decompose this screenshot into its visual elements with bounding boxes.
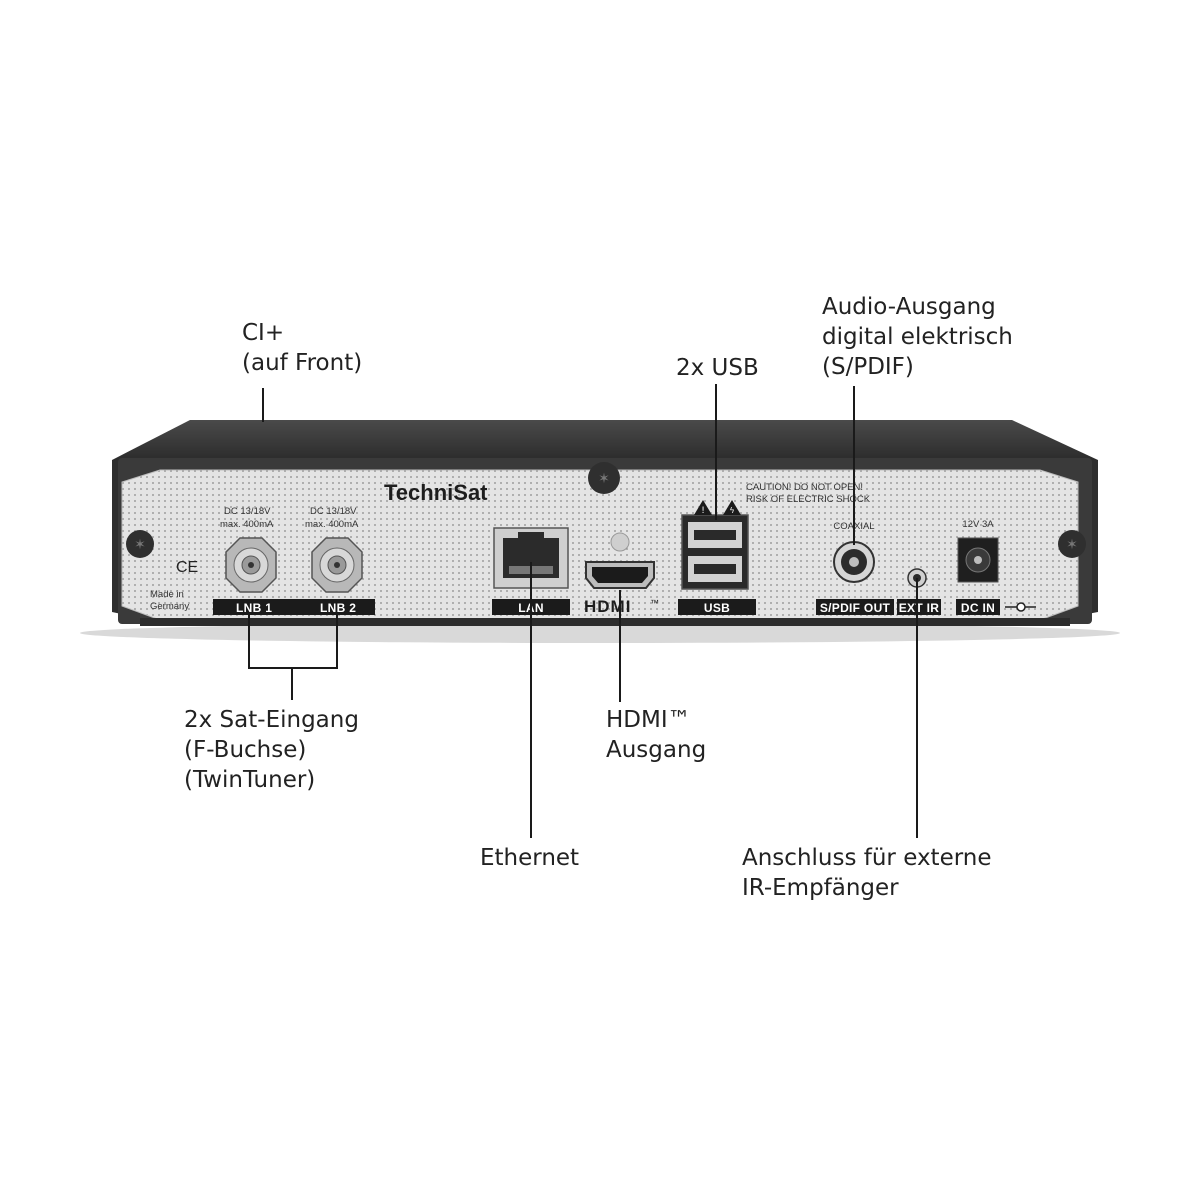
callout-ci: CI+ (auf Front) <box>242 318 362 378</box>
device-top-lid <box>112 420 1098 460</box>
ext-ir-label-bar <box>897 599 941 615</box>
spdif-label: S/PDIF OUT <box>820 601 891 615</box>
lnb1-spec-line2: max. 400mA <box>220 519 274 530</box>
callout-ir-line2: IR-Empfänger <box>742 875 899 901</box>
callout-sat: 2x Sat-Eingang (F-Buchse) (TwinTuner) <box>184 705 359 795</box>
lnb2-label: LNB 2 <box>320 601 356 615</box>
usb-label-bar <box>678 599 756 615</box>
callout-hdmi-line2: Ausgang <box>606 737 707 763</box>
callout-usb-line1: 2x USB <box>676 355 759 381</box>
grounding-screw-icon <box>610 532 630 552</box>
screw-icon: ✶ <box>1058 530 1086 558</box>
screw-icon: ✶ <box>126 530 154 558</box>
callout-audio-line3: (S/PDIF) <box>822 354 914 380</box>
callout-ci-line2: (auf Front) <box>242 350 363 376</box>
ext-ir-label: EXT IR <box>899 601 940 615</box>
device-bottom-trim <box>140 618 1070 626</box>
svg-text:✶: ✶ <box>134 537 146 553</box>
spdif-port[interactable] <box>833 541 875 583</box>
screw-icon: ✶ <box>588 462 620 494</box>
callout-audio: Audio-Ausgang digital elektrisch (S/PDIF… <box>822 292 1013 382</box>
lnb2-connector[interactable] <box>311 537 363 593</box>
electric-shock-icon: ϟ <box>723 500 741 515</box>
callout-ci-line1: CI+ <box>242 320 285 346</box>
spdif-label-bar <box>816 599 894 615</box>
svg-text:ϟ: ϟ <box>729 506 734 515</box>
lnb-label-bar <box>213 599 375 615</box>
dc-spec-label: 12V 3A <box>962 519 994 530</box>
warning-line2: RISK OF ELECTRIC SHOCK <box>746 494 871 505</box>
lnb2-spec-line2: max. 400mA <box>305 519 359 530</box>
warning-line1: CAUTION! DO NOT OPEN! <box>746 482 863 493</box>
callout-ethernet-line1: Ethernet <box>480 845 580 871</box>
callout-sat-line2: (F-Buchse) <box>184 737 307 763</box>
dc-in-label: DC IN <box>961 601 995 615</box>
lnb1-label: LNB 1 <box>236 601 272 615</box>
device-shadow <box>80 623 1120 643</box>
made-in-line2: Germany <box>150 601 189 612</box>
callout-sat-line3: (TwinTuner) <box>184 767 316 793</box>
dc-in-port[interactable] <box>957 537 999 583</box>
made-in-line1: Made in <box>150 589 184 600</box>
usb-label: USB <box>704 601 730 615</box>
warning-icon: ! <box>694 500 712 516</box>
dc-in-label-bar <box>956 599 1000 615</box>
callout-hdmi: HDMI™ Ausgang <box>606 705 706 765</box>
lnb1-spec-line1: DC 13/18V <box>224 506 271 517</box>
callout-ethernet: Ethernet <box>480 843 579 873</box>
callout-sat-line1: 2x Sat-Eingang <box>184 707 359 733</box>
brand-logo: TechniSat <box>384 480 488 505</box>
usb-ports[interactable] <box>681 514 749 590</box>
callout-audio-line2: digital elektrisch <box>822 324 1013 350</box>
lnb2-spec-line1: DC 13/18V <box>310 506 357 517</box>
hdmi-port[interactable] <box>585 561 655 589</box>
callout-ir: Anschluss für externe IR-Empfänger <box>742 843 992 903</box>
callout-hdmi-line1: HDMI™ <box>606 707 691 733</box>
callout-usb: 2x USB <box>676 353 759 383</box>
ce-mark: CE <box>176 559 198 576</box>
dc-polarity-icon <box>1005 602 1036 612</box>
callout-ir-line1: Anschluss für externe <box>742 845 992 871</box>
callout-audio-line1: Audio-Ausgang <box>822 294 996 320</box>
hdmi-tm: ™ <box>650 598 659 608</box>
lnb1-connector[interactable] <box>225 537 277 593</box>
svg-text:✶: ✶ <box>598 471 610 487</box>
svg-text:!: ! <box>701 506 705 516</box>
svg-text:✶: ✶ <box>1066 537 1078 553</box>
hdmi-logo: HDMI <box>584 597 631 616</box>
